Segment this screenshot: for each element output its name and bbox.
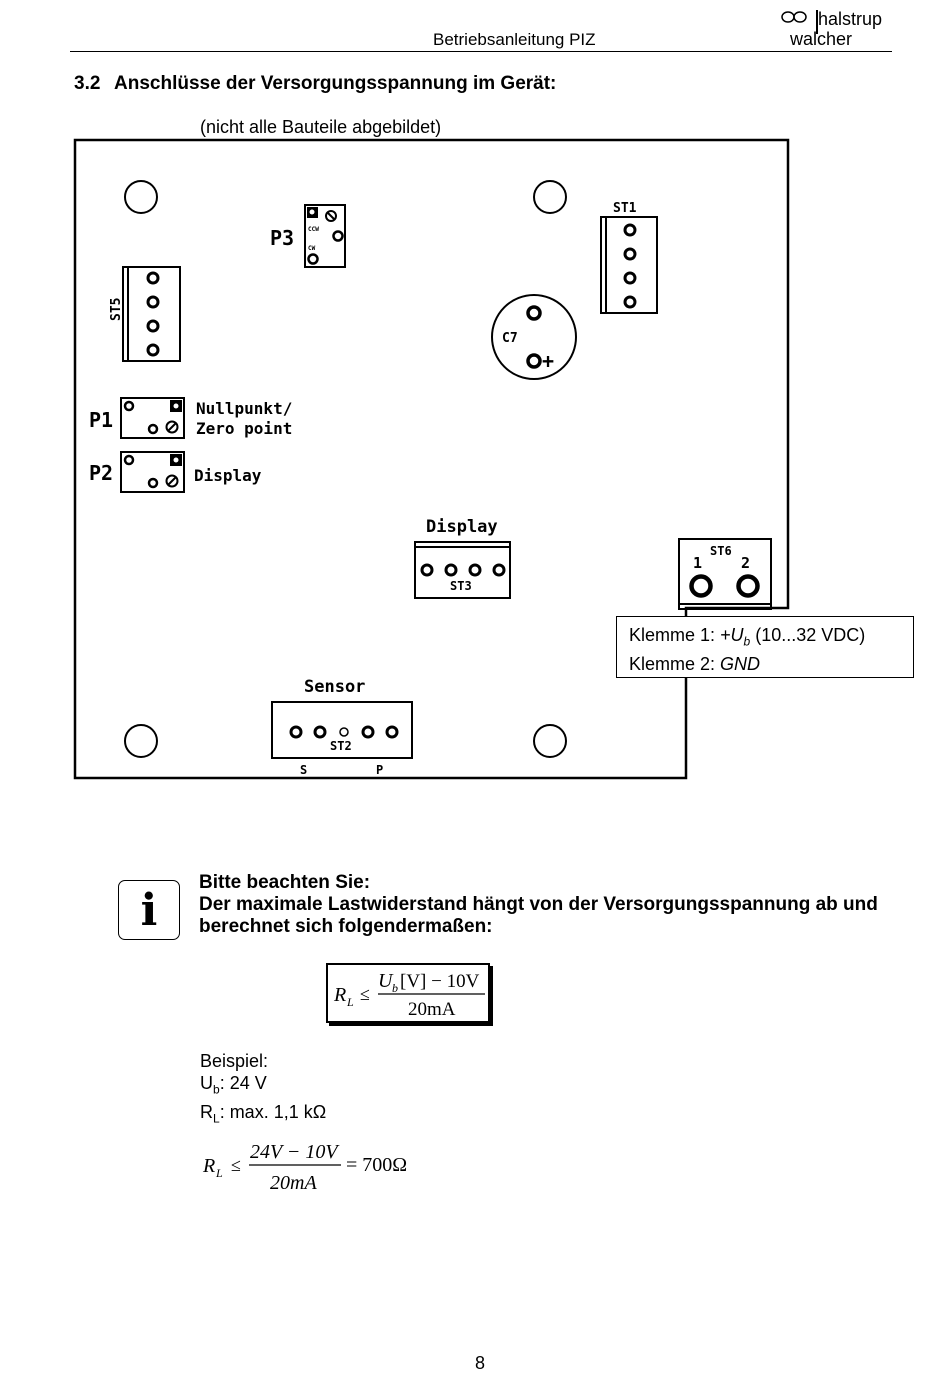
svg-text:U: U bbox=[378, 970, 394, 992]
example-rl: RL: max. 1,1 kΩ bbox=[200, 1101, 327, 1126]
mounting-hole bbox=[124, 180, 158, 214]
formula-box: R L ≤ U b [V] − 10V 20mA bbox=[326, 963, 490, 1023]
st1-body bbox=[600, 216, 658, 314]
st3-pin bbox=[420, 563, 434, 577]
p3-cw-label: CW bbox=[308, 245, 316, 252]
svg-text:[V] − 10V: [V] − 10V bbox=[400, 971, 480, 992]
st1-pin bbox=[623, 247, 637, 261]
document-title: Betriebsanleitung PIZ bbox=[433, 30, 596, 49]
logo-divider bbox=[816, 10, 818, 34]
svg-text:R: R bbox=[333, 984, 346, 1006]
example-ub: Ub: 24 V bbox=[200, 1073, 267, 1097]
st1-pin bbox=[623, 271, 637, 285]
p1-zero-point-label: Zero point bbox=[196, 419, 292, 438]
svg-text:24V − 10V: 24V − 10V bbox=[250, 1141, 340, 1163]
st2-body bbox=[271, 701, 413, 759]
header-rule bbox=[70, 51, 892, 52]
example-block: Beispiel: Ub: 24 V RL: max. 1,1 kΩ bbox=[200, 1050, 326, 1129]
logo-text-halstrup: halstrup bbox=[818, 9, 883, 29]
st3-label: ST3 bbox=[450, 579, 472, 593]
st6-pin-2 bbox=[736, 574, 760, 598]
st6-label: ST6 bbox=[710, 544, 732, 558]
st1-pin bbox=[623, 223, 637, 237]
st3-body bbox=[414, 541, 511, 599]
note-title: Bitte beachten Sie: bbox=[199, 872, 371, 893]
st2-pin bbox=[361, 725, 375, 739]
st6-pin1-label: 1 bbox=[693, 554, 702, 572]
st1-pin bbox=[623, 295, 637, 309]
p1-body bbox=[120, 397, 185, 439]
mounting-hole bbox=[124, 724, 158, 758]
terminal-1-line: Klemme 1: +Ub (10...32 VDC) bbox=[629, 625, 866, 649]
svg-text:R: R bbox=[202, 1155, 215, 1177]
svg-text:L: L bbox=[215, 1166, 223, 1180]
note-body: Der maximale Lastwiderstand hängt von de… bbox=[199, 894, 878, 937]
p1-nullpunkt-label: Nullpunkt/ bbox=[196, 399, 292, 418]
st2-label: ST2 bbox=[330, 739, 352, 753]
st2-s-label: S bbox=[300, 763, 307, 777]
st6-pin-1 bbox=[689, 574, 713, 598]
section-number: 3.2 bbox=[74, 73, 101, 94]
info-icon: i bbox=[118, 880, 180, 940]
section-heading: 3.2 Anschlüsse der Versorgungsspannung im… bbox=[74, 73, 556, 95]
st5-pin bbox=[146, 271, 160, 285]
p3-label: P3 bbox=[270, 226, 294, 250]
mounting-hole bbox=[533, 180, 567, 214]
p2-body bbox=[120, 451, 185, 493]
st2-pin bbox=[289, 725, 303, 739]
st2-pin-empty bbox=[339, 727, 349, 737]
st3-display-label: Display bbox=[426, 517, 498, 537]
svg-text:L: L bbox=[346, 995, 354, 1009]
sensor-label: Sensor bbox=[304, 677, 365, 697]
load-resistance-formula: R L ≤ U b [V] − 10V 20mA bbox=[333, 970, 485, 1020]
st5-pin bbox=[146, 295, 160, 309]
svg-text:≤: ≤ bbox=[360, 984, 370, 1004]
example-formula: R L ≤ 24V − 10V 20mA = 700Ω bbox=[202, 1141, 407, 1194]
st5-pin bbox=[146, 319, 160, 333]
p3-ccw-label: CCW bbox=[308, 226, 319, 233]
st2-p-label: P bbox=[376, 763, 383, 777]
pcb-diagram: P3 CCW CW ST1 ST5 C7 + P1 Nullpunkt/ Zer… bbox=[73, 138, 790, 780]
svg-text:20mA: 20mA bbox=[408, 999, 456, 1020]
c7-label: C7 bbox=[502, 331, 518, 346]
p1-label: P1 bbox=[89, 408, 113, 432]
st3-pin bbox=[468, 563, 482, 577]
st5-label: ST5 bbox=[109, 298, 124, 321]
c7-plus-mark: + bbox=[542, 349, 554, 373]
p2-label: P2 bbox=[89, 461, 113, 485]
section-note: (nicht alle Bauteile abgebildet) bbox=[200, 117, 442, 137]
st5-body bbox=[122, 266, 181, 362]
p3-wiper bbox=[325, 210, 337, 222]
terminal-callout: Klemme 1: +Ub (10...32 VDC) Klemme 2: GN… bbox=[616, 616, 914, 678]
section-title: Anschlüsse der Versorgungsspannung im Ge… bbox=[114, 73, 557, 94]
st3-pin bbox=[444, 563, 458, 577]
st3-pin bbox=[492, 563, 506, 577]
p3-body bbox=[304, 204, 346, 268]
page-number: 8 bbox=[475, 1353, 486, 1373]
st2-pin bbox=[385, 725, 399, 739]
mounting-hole bbox=[533, 724, 567, 758]
example-title: Beispiel: bbox=[200, 1051, 269, 1071]
logo-infinity-icon bbox=[781, 11, 807, 23]
logo-text-walcher: walcher bbox=[790, 29, 853, 49]
svg-text:≤: ≤ bbox=[231, 1155, 241, 1175]
st2-pin bbox=[313, 725, 327, 739]
st5-pin bbox=[146, 343, 160, 357]
terminal-2-line: Klemme 2: GND bbox=[629, 653, 761, 674]
st1-label: ST1 bbox=[613, 201, 637, 216]
info-note: Bitte beachten Sie: Der maximale Lastwid… bbox=[199, 872, 879, 938]
svg-text:= 700Ω: = 700Ω bbox=[346, 1154, 407, 1176]
p2-display-label: Display bbox=[194, 466, 262, 485]
c7-capacitor bbox=[491, 294, 577, 380]
st6-body bbox=[678, 538, 772, 610]
svg-text:20mA: 20mA bbox=[270, 1172, 317, 1194]
st6-pin2-label: 2 bbox=[741, 554, 750, 572]
svg-text:b: b bbox=[392, 981, 398, 995]
